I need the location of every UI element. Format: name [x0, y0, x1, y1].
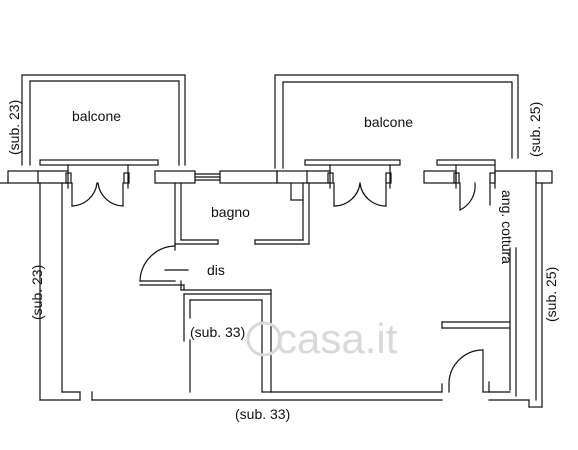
watermark-text: casa.it: [276, 315, 398, 362]
sub33-bottom-label: (sub. 33): [235, 406, 290, 422]
left-balcony-outline: [21, 74, 186, 166]
sub23-top-label: (sub. 23): [6, 100, 22, 155]
sub33-inner-label: (sub. 33): [190, 324, 245, 340]
sub23-side-label: (sub. 23): [29, 265, 45, 320]
watermark: casa.it: [246, 315, 398, 362]
right-balcony-door: [304, 159, 401, 207]
sub33-niche: [183, 289, 443, 393]
top-exterior-wall: [0, 170, 553, 184]
watermark-logo-icon: [246, 321, 282, 357]
hallway-door: [139, 243, 272, 295]
left-balcony-door: [39, 159, 159, 207]
kitchen-door: [448, 349, 530, 401]
right-exterior-wall: [528, 182, 543, 408]
bagno-label: bagno: [211, 204, 250, 220]
balcone-right-label: balcone: [364, 114, 413, 130]
bathroom-walls: [174, 182, 310, 245]
ang-cottura-label: ang. cottura: [499, 190, 515, 264]
sub25-side-label: (sub. 25): [543, 267, 559, 322]
dis-label: dis: [207, 262, 225, 278]
balcone-left-label: balcone: [72, 108, 121, 124]
kitchen-partition: [441, 247, 517, 397]
right-balcony-outline: [274, 74, 519, 169]
left-exterior-wall: [39, 182, 443, 401]
sub25-top-label: (sub. 25): [527, 102, 543, 157]
kitchen-window: [436, 159, 496, 211]
